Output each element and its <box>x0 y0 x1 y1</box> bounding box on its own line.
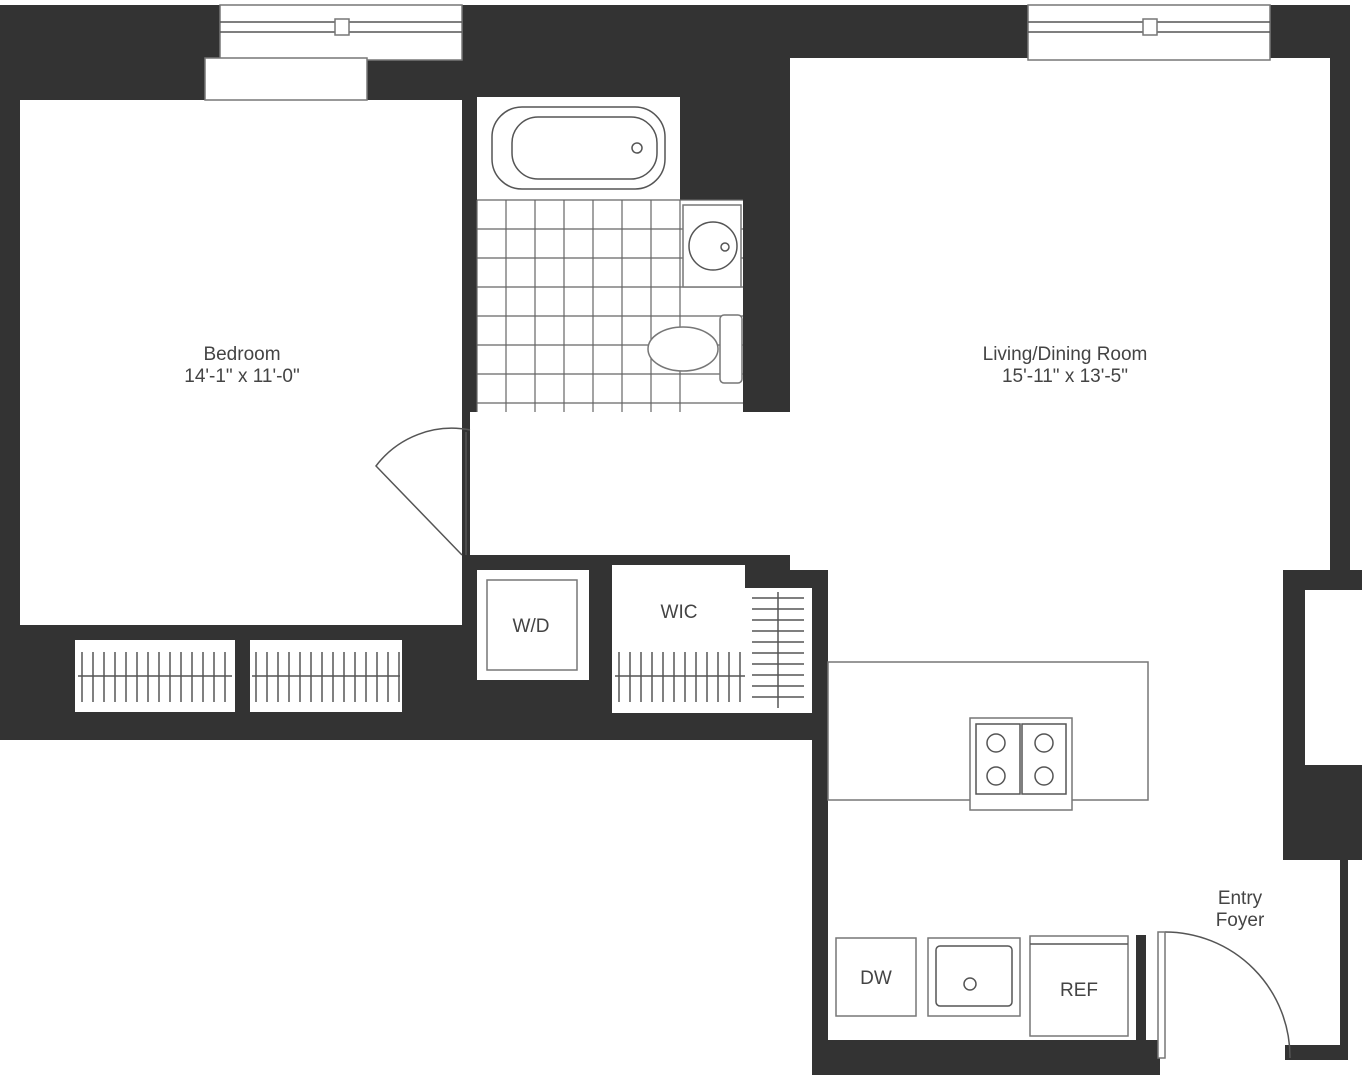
entry-door[interactable] <box>1164 931 1291 1059</box>
kitchen-sink <box>927 937 1021 1017</box>
foyer-label: Foyer <box>1216 910 1265 931</box>
entry-label: Entry <box>1218 888 1263 909</box>
bedroom-size: 14'-1" x 11'-0" <box>184 366 299 387</box>
living-label: Living/Dining Room <box>983 344 1148 365</box>
window-bedroom <box>219 4 463 61</box>
living-size: 15'-11" x 13'-5" <box>1002 366 1128 387</box>
shelf <box>204 57 368 101</box>
bath-tiles <box>476 199 743 412</box>
refrigerator <box>1029 935 1129 1037</box>
dishwasher <box>835 937 917 1017</box>
bathroom-sink <box>682 204 742 288</box>
range <box>969 717 1073 811</box>
bedroom-label: Bedroom <box>203 344 280 365</box>
bathtub <box>491 106 666 190</box>
window-living <box>1027 4 1271 61</box>
bedroom-door[interactable] <box>375 427 471 556</box>
dw-label: DW <box>860 968 892 989</box>
closet-rods <box>78 592 804 708</box>
toilet <box>647 314 743 384</box>
washer-dryer <box>486 579 578 671</box>
wic-label: WIC <box>661 602 698 623</box>
wd-label: W/D <box>513 616 550 637</box>
ref-label: REF <box>1060 980 1098 1001</box>
room-areas <box>20 58 1362 1045</box>
